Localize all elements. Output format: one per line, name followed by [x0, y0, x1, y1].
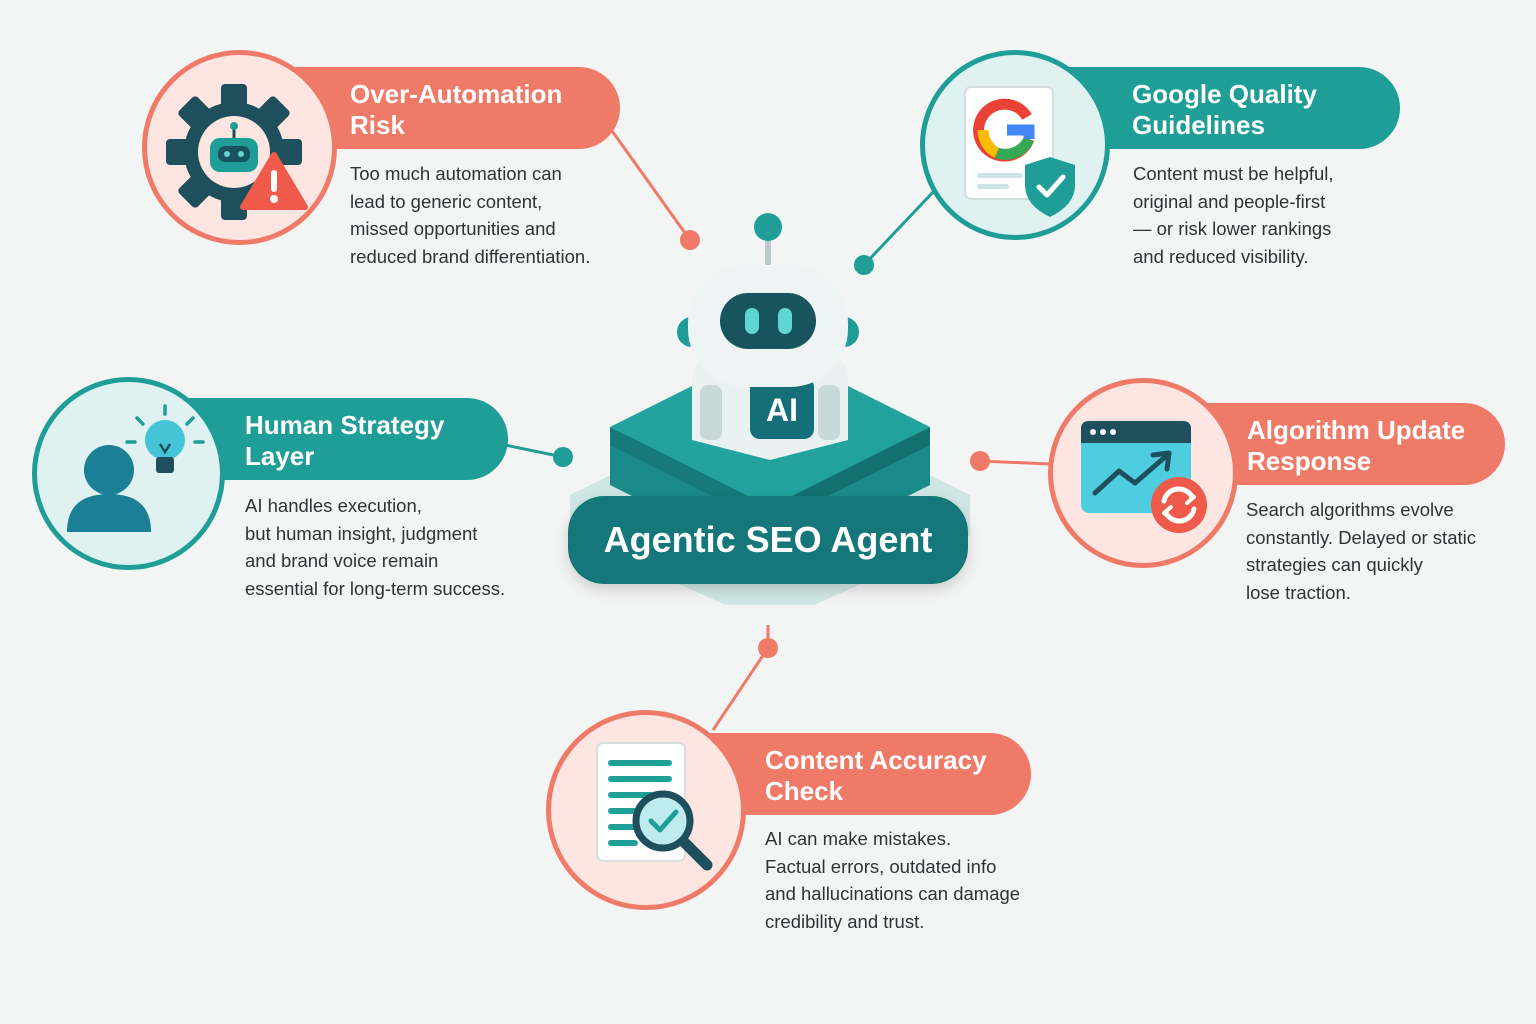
- algorithm-update-icon-circle: [1048, 378, 1238, 568]
- connector-google-quality: [854, 188, 937, 275]
- over-automation-icon-circle: [142, 50, 337, 245]
- ai-chip-badge: [750, 377, 814, 439]
- algorithm-update-description: Search algorithms evolve constantly. Del…: [1246, 499, 1476, 603]
- antenna-icon: [754, 213, 782, 241]
- content-accuracy-icon-circle: [546, 710, 746, 910]
- robot-gear-warning-icon: [166, 84, 308, 220]
- connector-over-automation: [608, 127, 700, 250]
- human-strategy-icon-circle: [32, 377, 225, 570]
- connector-content-accuracy: [711, 625, 778, 731]
- connector-algorithm-update: [970, 451, 1051, 471]
- robot-visor: [720, 293, 816, 349]
- person-lightbulb-icon: [67, 404, 205, 532]
- google-document-shield-icon: [964, 86, 1075, 217]
- google-quality-description: Content must be helpful, original and pe…: [1133, 163, 1334, 267]
- google-quality-icon-circle: [920, 50, 1110, 240]
- connector-human-strategy: [504, 443, 573, 467]
- over-automation-description: Too much automation can lead to generic …: [350, 163, 591, 267]
- ai-badge-text: AI: [766, 392, 798, 428]
- human-strategy-description: AI handles execution, but human insight,…: [245, 495, 506, 599]
- document-magnifier-check-icon: [596, 742, 713, 871]
- trend-chart-refresh-icon: [1081, 421, 1207, 533]
- content-accuracy-description: AI can make mistakes. Factual errors, ou…: [765, 828, 1021, 932]
- hub-title: Agentic SEO Agent: [568, 496, 968, 584]
